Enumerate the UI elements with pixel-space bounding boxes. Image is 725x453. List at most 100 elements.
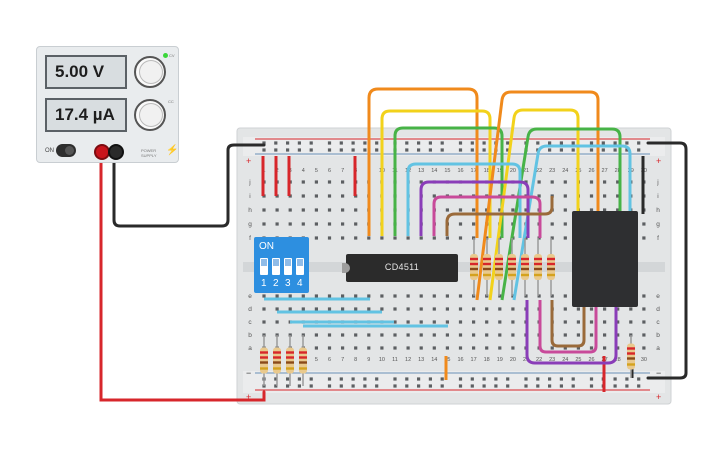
breadboard-hole[interactable] [576, 346, 580, 350]
wire-blue-1[interactable] [406, 162, 522, 238]
breadboard-hole[interactable] [314, 294, 318, 298]
breadboard-hole[interactable] [327, 180, 332, 184]
breadboard-hole[interactable] [274, 141, 278, 145]
wire-blue-2[interactable] [512, 144, 632, 301]
breadboard-hole[interactable] [548, 148, 552, 152]
breadboard-hole[interactable] [341, 180, 345, 184]
breadboard-hole[interactable] [406, 236, 410, 240]
breadboard-hole[interactable] [314, 333, 318, 337]
breadboard-hole[interactable] [506, 377, 510, 381]
breadboard-hole[interactable] [613, 384, 617, 388]
breadboard-hole[interactable] [537, 294, 541, 298]
breadboard-hole[interactable] [485, 208, 489, 212]
breadboard-hole[interactable] [576, 307, 580, 311]
breadboard-hole[interactable] [625, 377, 629, 381]
breadboard-hole[interactable] [637, 377, 641, 381]
dip-switch[interactable]: ON 1 2 3 4 [254, 237, 309, 293]
breadboard-hole[interactable] [589, 384, 594, 388]
breadboard-hole[interactable] [445, 307, 449, 311]
wire-pink-1[interactable] [432, 195, 542, 238]
wire-green-1[interactable] [393, 126, 504, 238]
breadboard-hole[interactable] [327, 307, 332, 311]
breadboard-hole[interactable] [625, 148, 629, 152]
breadboard-hole[interactable] [432, 307, 436, 311]
breadboard-hole[interactable] [637, 148, 641, 152]
breadboard-hole[interactable] [603, 208, 607, 212]
breadboard-hole[interactable] [380, 333, 384, 337]
breadboard-hole[interactable] [406, 294, 410, 298]
breadboard-hole[interactable] [367, 294, 371, 298]
breadboard-hole[interactable] [616, 180, 620, 184]
resistor[interactable] [260, 335, 268, 386]
breadboard-hole[interactable] [458, 222, 463, 226]
breadboard-hole[interactable] [341, 294, 345, 298]
breadboard-hole[interactable] [537, 194, 541, 198]
breadboard-hole[interactable] [405, 377, 409, 381]
breadboard-hole[interactable] [309, 141, 313, 145]
breadboard-hole[interactable] [288, 307, 292, 311]
breadboard-hole[interactable] [472, 320, 476, 324]
breadboard-hole[interactable] [428, 141, 432, 145]
resistor[interactable] [286, 335, 294, 386]
breadboard-hole[interactable] [375, 141, 379, 145]
breadboard-hole[interactable] [354, 208, 358, 212]
positive-terminal[interactable] [96, 146, 108, 158]
breadboard-hole[interactable] [262, 148, 266, 152]
breadboard-hole[interactable] [482, 141, 486, 145]
dip-switch-3[interactable] [284, 258, 292, 275]
breadboard-hole[interactable] [445, 346, 449, 350]
breadboard-hole[interactable] [498, 346, 502, 350]
breadboard-hole[interactable] [616, 208, 620, 212]
breadboard-hole[interactable] [571, 148, 575, 152]
breadboard-hole[interactable] [563, 320, 567, 324]
breadboard-hole[interactable] [589, 208, 594, 212]
breadboard-hole[interactable] [548, 141, 552, 145]
wire-yellow-1[interactable] [380, 109, 492, 238]
breadboard-hole[interactable] [314, 208, 318, 212]
breadboard-hole[interactable] [327, 194, 332, 198]
breadboard-hole[interactable] [603, 180, 607, 184]
breadboard-hole[interactable] [314, 194, 318, 198]
breadboard-hole[interactable] [445, 208, 449, 212]
breadboard-hole[interactable] [354, 346, 358, 350]
breadboard-hole[interactable] [339, 377, 343, 381]
breadboard-hole[interactable] [548, 384, 552, 388]
breadboard-hole[interactable] [286, 148, 290, 152]
breadboard-hole[interactable] [445, 236, 449, 240]
breadboard-hole[interactable] [314, 180, 318, 184]
breadboard-hole[interactable] [642, 346, 646, 350]
breadboard-hole[interactable] [354, 294, 358, 298]
breadboard-hole[interactable] [637, 384, 641, 388]
breadboard-hole[interactable] [286, 377, 290, 381]
breadboard-hole[interactable] [603, 320, 607, 324]
breadboard-hole[interactable] [297, 148, 301, 152]
breadboard-hole[interactable] [314, 236, 318, 240]
breadboard-hole[interactable] [419, 333, 423, 337]
breadboard-hole[interactable] [406, 346, 410, 350]
breadboard-hole[interactable] [603, 346, 607, 350]
breadboard-hole[interactable] [274, 148, 278, 152]
breadboard-hole[interactable] [367, 307, 371, 311]
breadboard-hole[interactable] [511, 307, 515, 311]
wire-black-right[interactable] [646, 141, 688, 380]
breadboard-hole[interactable] [642, 222, 646, 226]
breadboard-hole[interactable] [393, 307, 397, 311]
breadboard-hole[interactable] [309, 377, 313, 381]
breadboard-hole[interactable] [440, 141, 444, 145]
breadboard-hole[interactable] [432, 346, 436, 350]
resistor[interactable] [508, 238, 516, 296]
breadboard-hole[interactable] [601, 148, 605, 152]
breadboard-hole[interactable] [432, 333, 436, 337]
breadboard-hole[interactable] [375, 148, 379, 152]
wire-yellow-2[interactable] [488, 108, 580, 301]
breadboard-hole[interactable] [262, 307, 266, 311]
breadboard-hole[interactable] [393, 377, 397, 381]
breadboard-hole[interactable] [511, 333, 515, 337]
breadboard-hole[interactable] [314, 346, 318, 350]
breadboard-hole[interactable] [341, 346, 345, 350]
breadboard-hole[interactable] [563, 294, 567, 298]
breadboard-hole[interactable] [351, 384, 355, 388]
breadboard-hole[interactable] [314, 307, 318, 311]
breadboard-hole[interactable] [417, 377, 421, 381]
resistor[interactable] [521, 238, 529, 296]
